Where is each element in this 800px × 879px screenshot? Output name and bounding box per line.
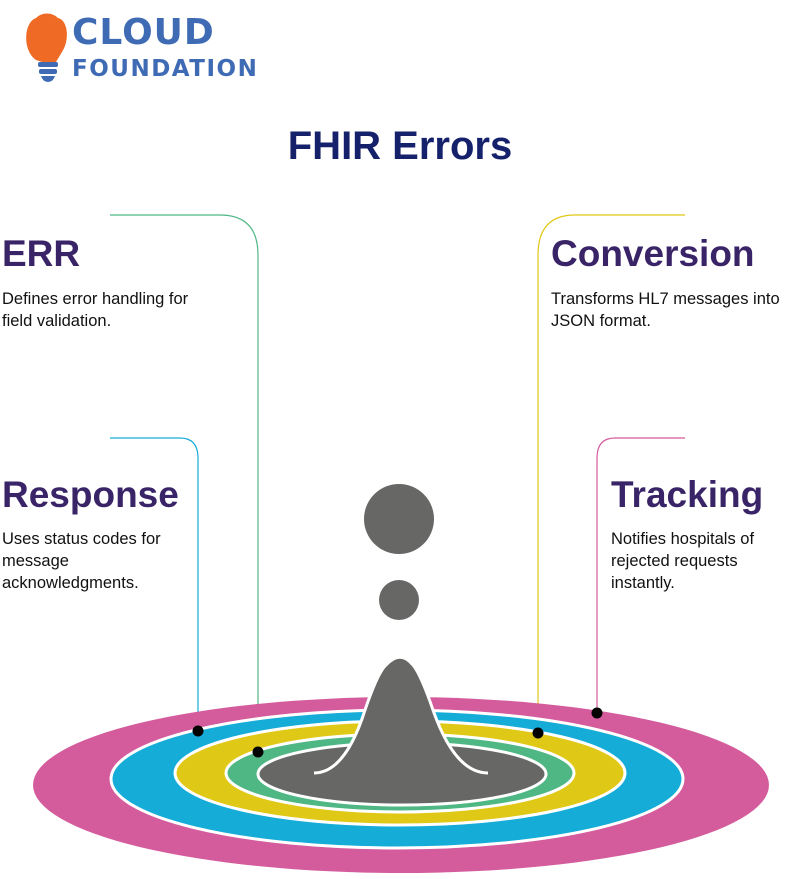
logo-text-cloud: CLOUD — [72, 12, 215, 53]
droplet-large — [364, 484, 434, 554]
err-marker-dot — [252, 746, 264, 758]
err-description: Defines error handling for field validat… — [2, 290, 189, 330]
err-connector-line — [110, 214, 259, 751]
splash-peak — [313, 655, 489, 775]
conversion-marker-dot — [532, 727, 544, 739]
response-connector-line — [110, 437, 199, 731]
conversion-description: Transforms HL7 messages into JSON format… — [551, 290, 780, 330]
logo-text-foundation: FOUNDATION — [72, 56, 259, 82]
conversion-heading: Conversion — [551, 233, 755, 274]
tracking-connector-line — [596, 437, 685, 712]
tracking-heading: Tracking — [611, 474, 764, 515]
lightbulb-logo-icon — [26, 13, 67, 82]
err-heading: ERR — [2, 233, 81, 274]
droplet-small — [379, 580, 419, 620]
response-heading: Response — [2, 474, 179, 515]
tracking-marker-dot — [591, 707, 603, 719]
page-title: FHIR Errors — [287, 124, 513, 168]
response-description: Uses status codes for message acknowledg… — [2, 530, 161, 592]
conversion-connector-line — [537, 214, 685, 732]
tracking-description: Notifies hospitals of rejected requests … — [611, 530, 755, 592]
response-marker-dot — [192, 725, 204, 737]
